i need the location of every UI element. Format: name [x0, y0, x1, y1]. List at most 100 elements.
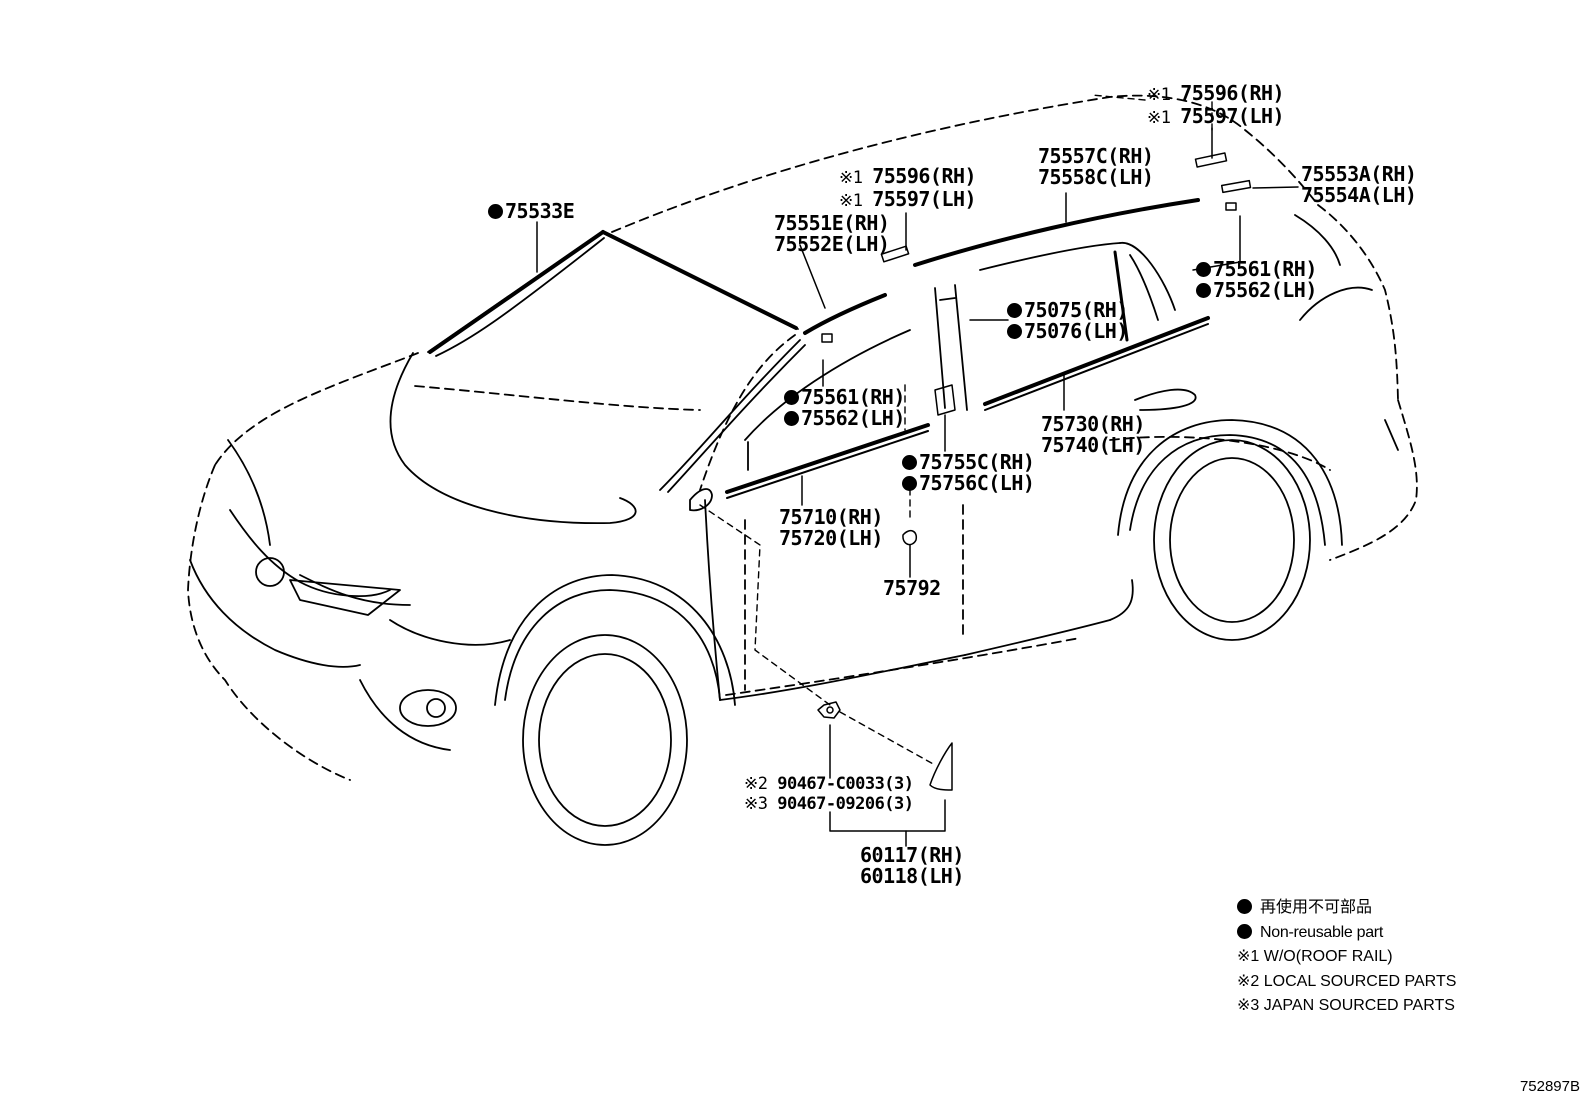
note-mark: ※1	[839, 191, 873, 211]
legend-row: ※2 LOCAL SOURCED PARTS	[1237, 970, 1456, 995]
callout-line: ※1 75596(RH)	[1147, 81, 1285, 106]
legend-row: 再使用不可部品	[1237, 896, 1456, 921]
part-number: 75730(RH)	[1041, 412, 1145, 436]
part-number: 75551E(RH)	[774, 211, 890, 235]
legend-row: ※1 W/O(ROOF RAIL)	[1237, 945, 1456, 970]
part-number: 75552E(LH)	[774, 232, 890, 256]
legend-text-non-reusable: Non-reusable part	[1260, 923, 1383, 941]
non-reusable-dot-icon	[902, 455, 917, 470]
callout-line: 75755C(RH)	[902, 450, 1035, 474]
part-number: 75597(LH)	[872, 187, 977, 211]
callout-line: 75561(RH)	[784, 387, 905, 408]
legend-row: Non-reusable part	[1237, 921, 1456, 946]
callout-line: 75720(LH)	[779, 528, 883, 549]
body-solid	[189, 214, 1399, 846]
callout-90467: ※2 90467-C0033(3)※3 90467-09206(3)	[744, 774, 914, 814]
non-reusable-dot-icon	[1196, 262, 1211, 277]
part-number: 75533E	[505, 199, 575, 223]
callout-75075: 75075(RH)75076(LH)	[1007, 300, 1128, 342]
callout-line: 75740(LH)	[1041, 435, 1145, 456]
callout-75596-rear: ※1 75596(RH)※1 75597(LH)	[1147, 81, 1285, 129]
callout-line: ※1 75597(LH)	[1147, 104, 1285, 129]
callout-75533e: 75533E	[488, 199, 575, 223]
callout-60117: 60117(RH)60118(LH)	[860, 845, 964, 887]
part-number: 75554A(LH)	[1301, 183, 1417, 207]
callout-75792: 75792	[883, 578, 941, 599]
part-number: 60118(LH)	[860, 864, 964, 888]
callout-75561-rear: 75561(RH)75562(LH)	[1196, 259, 1317, 301]
part-number: 75076(LH)	[1024, 319, 1128, 343]
part-number: 75720(LH)	[779, 526, 883, 550]
legend-text-note3: ※3 JAPAN SOURCED PARTS	[1237, 997, 1455, 1014]
callout-line: 75076(LH)	[1007, 321, 1128, 342]
small-parts	[817, 152, 1252, 791]
callout-75551e: 75551E(RH)75552E(LH)	[774, 211, 890, 256]
note-mark: ※2	[744, 774, 778, 794]
moldings	[428, 198, 1210, 499]
callout-line: 60118(LH)	[860, 866, 964, 887]
callout-line: 75554A(LH)	[1301, 183, 1417, 207]
callout-75710: 75710(RH)75720(LH)	[779, 507, 883, 549]
part-number: 75792	[883, 576, 941, 600]
part-number: 90467-09206(3)	[777, 794, 914, 814]
callout-line: 75562(LH)	[784, 408, 905, 429]
callout-line: 75756C(LH)	[902, 471, 1035, 495]
legend-text-note1: ※1 W/O(ROOF RAIL)	[1237, 948, 1393, 965]
figure-id: 752897B	[1519, 1078, 1580, 1095]
roof-drip-rear	[913, 198, 1200, 267]
callout-line: 75553A(RH)	[1301, 162, 1417, 186]
part-number: 75562(LH)	[1213, 278, 1317, 302]
note-mark: ※1	[1147, 108, 1181, 128]
callout-75561-front: 75561(RH)75562(LH)	[784, 387, 905, 429]
part-number: 75561(RH)	[801, 385, 905, 409]
part-number: 75740(LH)	[1041, 433, 1145, 457]
callout-line: 60117(RH)	[860, 845, 964, 866]
part-number: 75553A(RH)	[1301, 162, 1417, 186]
part-number: 75755C(RH)	[919, 450, 1035, 474]
callout-line: 75561(RH)	[1196, 259, 1317, 280]
callout-75730: 75730(RH)75740(LH)	[1041, 414, 1145, 456]
part-number: 75596(RH)	[1180, 81, 1285, 105]
non-reusable-dot-icon	[1007, 303, 1022, 318]
callout-75557c: 75557C(RH)75558C(LH)	[1038, 144, 1154, 189]
non-reusable-dot-icon	[902, 476, 917, 491]
callout-line: 75558C(LH)	[1038, 165, 1154, 189]
front-belt-molding	[725, 423, 930, 494]
part-number: 75756C(LH)	[919, 471, 1035, 495]
roof-drip-front	[803, 293, 887, 335]
part-number: 60117(RH)	[860, 843, 964, 867]
part-number: 75558C(LH)	[1038, 165, 1154, 189]
legend-row: ※3 JAPAN SOURCED PARTS	[1237, 994, 1456, 1019]
dot-icon	[1237, 899, 1252, 914]
note-mark: ※1	[839, 168, 873, 188]
callout-line: 75730(RH)	[1041, 414, 1145, 435]
callout-75755c: 75755C(RH)75756C(LH)	[902, 450, 1035, 495]
body-outline	[187, 94, 1418, 781]
callout-line: ※2 90467-C0033(3)	[744, 774, 914, 794]
non-reusable-dot-icon	[784, 411, 799, 426]
part-number: 75596(RH)	[872, 164, 977, 188]
callout-line: ※1 75596(RH)	[839, 164, 977, 189]
part-number: 75561(RH)	[1213, 257, 1317, 281]
dashed-leaders	[699, 94, 1213, 766]
callout-75553a: 75553A(RH)75554A(LH)	[1301, 162, 1417, 207]
callout-75596-front: ※1 75596(RH)※1 75597(LH)	[839, 164, 977, 212]
callout-line: ※3 90467-09206(3)	[744, 794, 914, 814]
legend: 再使用不可部品 Non-reusable part ※1 W/O(ROOF RA…	[1237, 896, 1456, 1019]
note-mark: ※1	[1147, 85, 1181, 105]
part-number: 75557C(RH)	[1038, 144, 1154, 168]
non-reusable-dot-icon	[488, 204, 503, 219]
note-mark: ※3	[744, 794, 778, 814]
part-number: 75597(LH)	[1180, 104, 1285, 128]
part-number: 75710(RH)	[779, 505, 883, 529]
rear-belt-molding	[983, 316, 1210, 406]
dot-icon	[1237, 923, 1252, 939]
part-number: 90467-C0033(3)	[777, 774, 914, 794]
non-reusable-dot-icon	[1196, 283, 1211, 298]
callout-line: 75562(LH)	[1196, 280, 1317, 301]
callout-line: 75552E(LH)	[774, 232, 890, 256]
callout-line: 75557C(RH)	[1038, 144, 1154, 168]
legend-text-jp: 再使用不可部品	[1260, 899, 1373, 916]
windshield-molding	[428, 230, 605, 354]
